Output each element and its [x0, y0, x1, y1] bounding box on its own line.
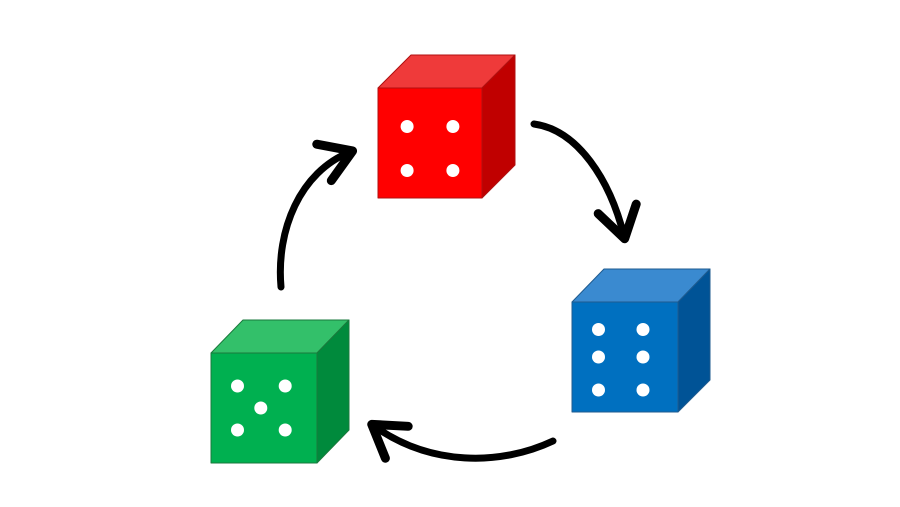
die-pip [278, 379, 292, 393]
die-pip [446, 120, 460, 133]
die-pip [231, 423, 244, 437]
die-pip [400, 164, 414, 177]
arrow-green-to-red-icon [276, 139, 358, 291]
die-pips [231, 379, 292, 437]
die-pip [278, 423, 292, 437]
die-pip [231, 379, 244, 393]
die-pip [636, 323, 650, 336]
die-pip [636, 383, 650, 397]
die-pips [592, 323, 650, 397]
arrow-blue-to-green-icon [367, 419, 557, 463]
cycle-arrows [276, 120, 641, 463]
arrow-red-to-blue-icon [530, 120, 641, 244]
die-pip [592, 323, 605, 336]
blue-die-icon [571, 268, 711, 413]
die-pips [400, 120, 460, 177]
die-front-face [571, 301, 679, 413]
die-pip [254, 401, 268, 415]
red-die-icon [377, 54, 516, 199]
die-pip [400, 120, 414, 133]
die-front-face [377, 87, 483, 199]
die-pip [446, 164, 460, 177]
die-pip [636, 350, 650, 364]
die-pip [592, 350, 605, 364]
die-pip [592, 383, 605, 397]
green-die-icon [210, 319, 350, 464]
